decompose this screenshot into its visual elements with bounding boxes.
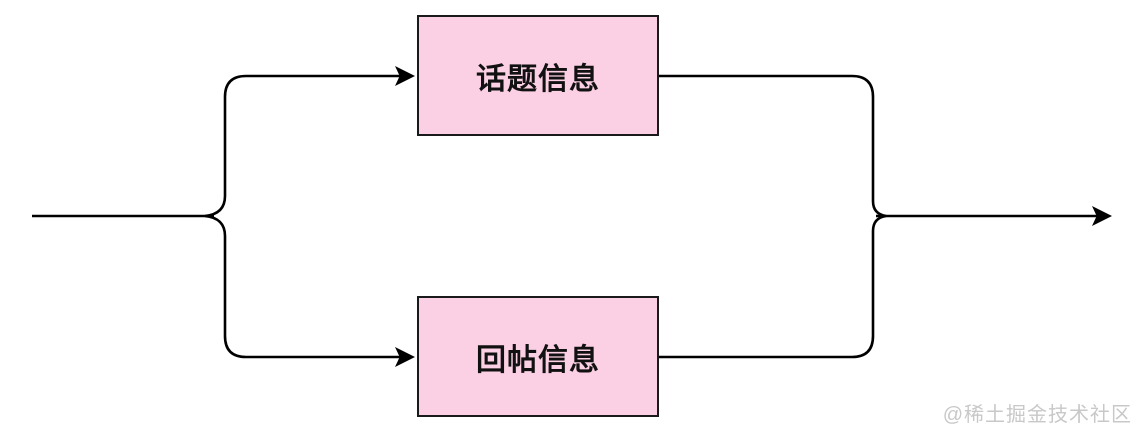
branch-to-reply-connector	[204, 214, 415, 367]
topic-output-connector	[659, 74, 887, 218]
branch-to-topic-connector	[204, 66, 415, 218]
node-topic-info-label: 话题信息	[476, 62, 600, 96]
reply-output-connector	[659, 214, 887, 359]
node-topic-info: 话题信息	[417, 15, 659, 136]
watermark-text: @稀土掘金技术社区	[942, 404, 1132, 426]
node-reply-info: 回帖信息	[417, 296, 659, 417]
node-reply-info-label: 回帖信息	[476, 343, 600, 377]
